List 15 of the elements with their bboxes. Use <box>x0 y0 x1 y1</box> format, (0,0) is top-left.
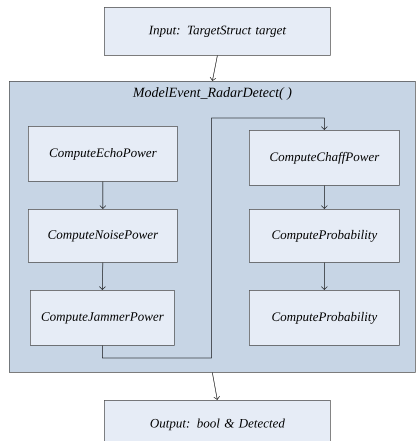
arrow <box>102 118 328 358</box>
arrow <box>99 262 106 290</box>
arrow <box>321 185 328 209</box>
arrow <box>210 55 218 81</box>
arrow <box>100 181 106 209</box>
process-box: ComputeProbability <box>249 290 400 346</box>
process-box: ComputeNoisePower <box>28 209 178 263</box>
output-box: Output: bool & Detected <box>104 400 331 441</box>
arrow <box>321 262 328 290</box>
arrow <box>212 372 220 400</box>
input-box: Input: TargetStruct target <box>104 7 331 56</box>
process-box: ComputeJammerPower <box>30 290 175 346</box>
process-box: ComputeEchoPower <box>28 126 178 182</box>
process-box: ComputeProbability <box>249 209 400 263</box>
process-box: ComputeChaffPower <box>249 130 400 186</box>
